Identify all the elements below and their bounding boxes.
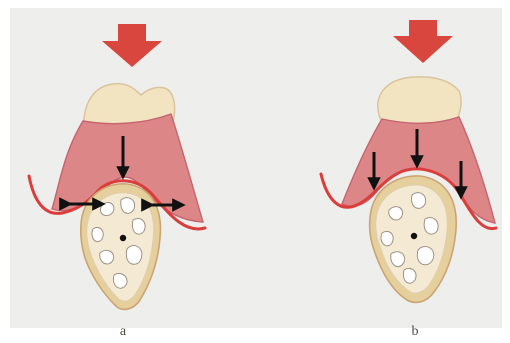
canal-a — [120, 235, 126, 241]
marrow-space-b-7 — [403, 268, 416, 283]
marrow-space-b-4 — [424, 218, 438, 235]
marrow-space-a-2 — [121, 198, 135, 214]
panel-label-b: b — [405, 324, 425, 340]
marrow-space-a-3 — [92, 227, 103, 241]
marrow-space-a-5 — [100, 250, 114, 264]
marrow-space-a-7 — [113, 273, 127, 288]
marrow-space-b-3 — [381, 231, 393, 246]
marrow-space-b-2 — [412, 193, 426, 209]
canal-b — [411, 233, 417, 239]
marrow-space-a-6 — [126, 246, 142, 265]
marrow-space-a-4 — [132, 218, 145, 234]
marrow-space-b-1 — [389, 207, 403, 220]
panel-label-a: a — [113, 324, 133, 340]
marrow-space-b-6 — [417, 247, 433, 265]
marrow-space-b-5 — [391, 252, 405, 267]
